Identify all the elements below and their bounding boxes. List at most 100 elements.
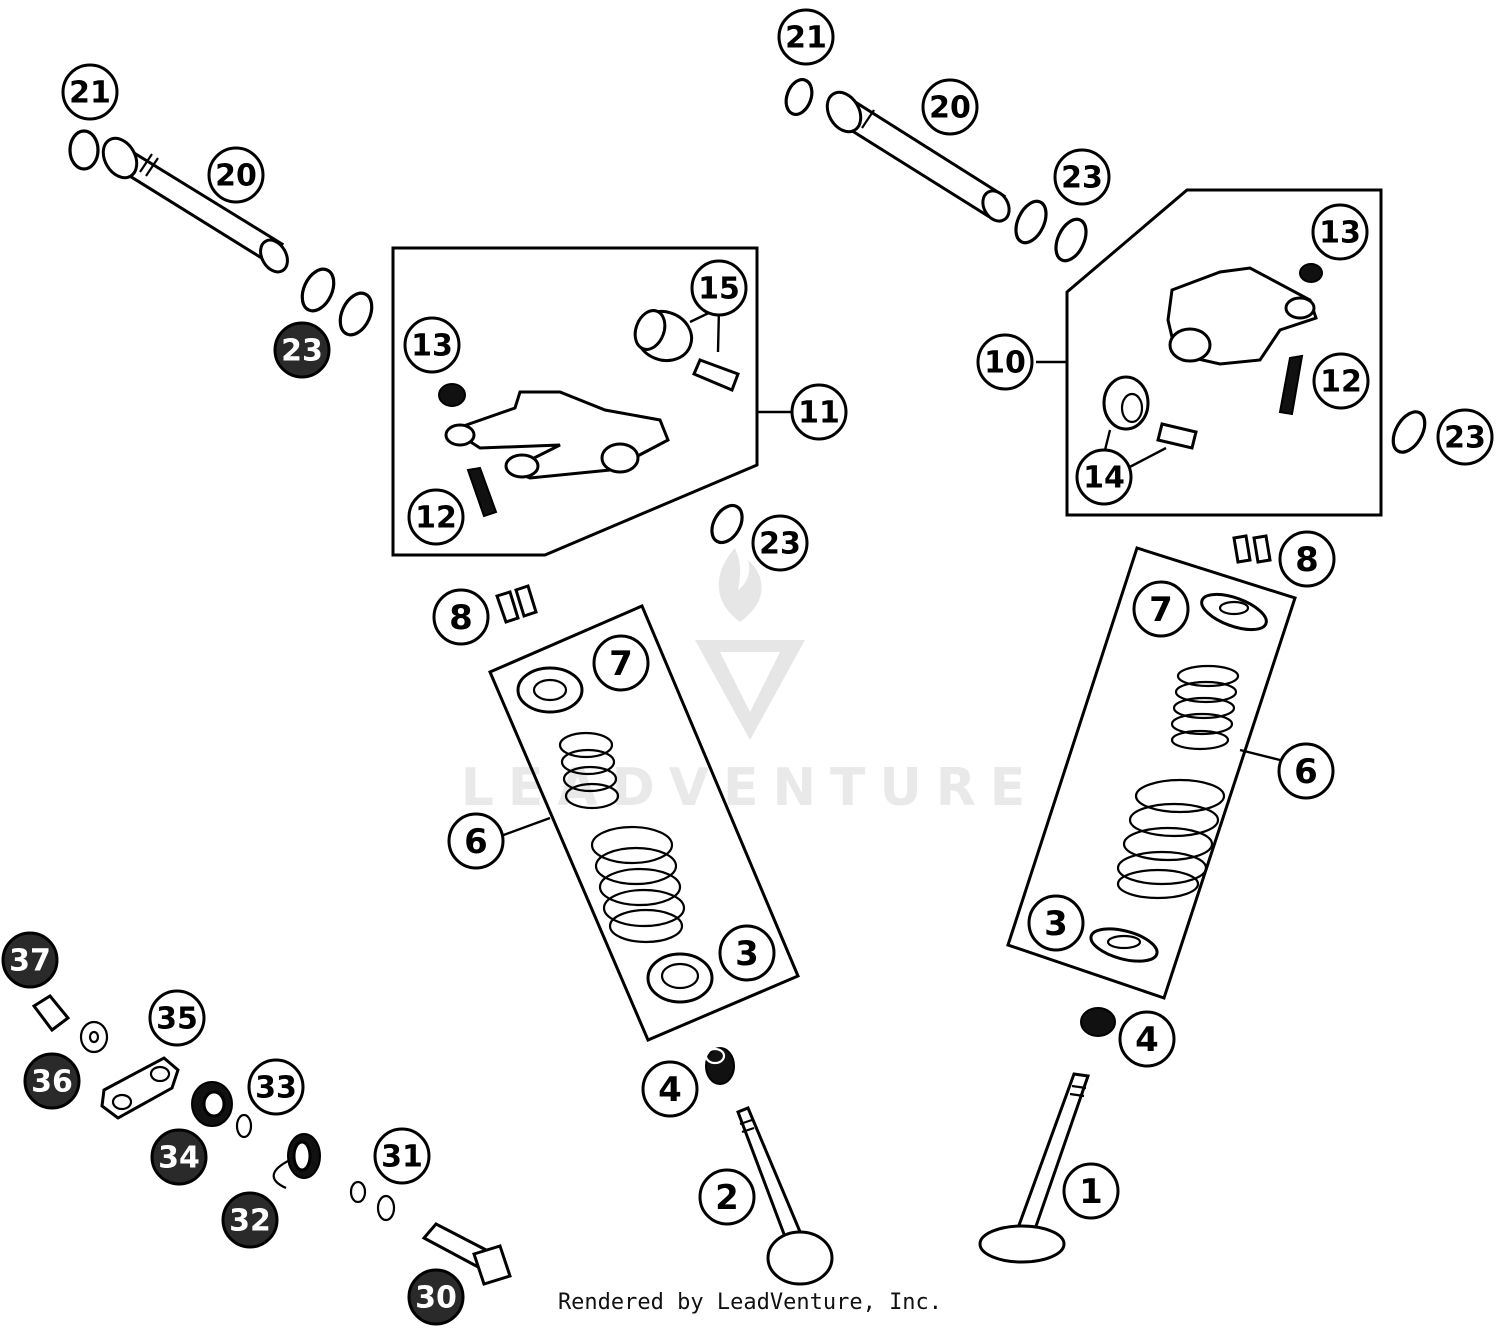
callout-c32: 32 <box>221 1191 279 1249</box>
callout-c34: 34 <box>150 1128 208 1186</box>
callout-number: 37 <box>9 944 51 979</box>
callout-circle <box>403 316 461 374</box>
callout-c7a: 7 <box>592 634 650 692</box>
callout-c10: 10 <box>976 333 1034 391</box>
right-valve <box>978 1072 1091 1264</box>
right-rocker-arm-box <box>1036 188 1383 517</box>
callout-circle <box>1027 894 1085 952</box>
callout-number: 21 <box>69 76 111 111</box>
callout-number: 23 <box>1061 161 1103 196</box>
callout-c20b: 20 <box>921 78 979 136</box>
callout-c15: 15 <box>690 259 748 317</box>
callout-circle <box>221 1191 279 1249</box>
callout-circle <box>592 634 650 692</box>
callout-circle <box>432 588 490 646</box>
callout-circle <box>976 333 1034 391</box>
callout-circle <box>718 924 776 982</box>
left-rocker-arm-box <box>391 246 792 557</box>
callout-circle <box>1278 530 1336 588</box>
callout-number: 21 <box>785 21 827 56</box>
callout-c23d: 23 <box>1436 408 1494 466</box>
callout-c35: 35 <box>148 989 206 1047</box>
callout-circle <box>698 1168 756 1226</box>
callout-number: 23 <box>759 527 801 562</box>
callout-number: 13 <box>411 329 453 364</box>
callout-c13a: 13 <box>403 316 461 374</box>
right-rocker-shaft <box>784 77 1088 263</box>
callout-number: 35 <box>156 1002 198 1037</box>
callout-number: 34 <box>158 1141 200 1176</box>
callout-circle <box>1 931 59 989</box>
callout-circle <box>1312 352 1370 410</box>
callout-circle <box>273 321 331 379</box>
callout-c6a: 6 <box>447 812 505 870</box>
callout-c8b: 8 <box>1278 530 1336 588</box>
callout-c21b: 21 <box>777 8 835 66</box>
callout-c33: 33 <box>247 1058 305 1116</box>
callout-circle <box>1075 448 1133 506</box>
callout-c23a: 23 <box>273 321 331 379</box>
callout-circle <box>1277 742 1335 800</box>
right-valve-seal <box>1080 1007 1116 1037</box>
callout-c20a: 20 <box>207 146 265 204</box>
callout-c3b: 3 <box>1027 894 1085 952</box>
callout-number: 14 <box>1083 461 1125 496</box>
callout-number: 4 <box>658 1070 682 1110</box>
callout-number: 12 <box>415 501 457 536</box>
callout-number: 13 <box>1319 216 1361 251</box>
callout-c4b: 4 <box>1118 1010 1176 1068</box>
callout-circle <box>1436 408 1494 466</box>
callout-circle <box>407 1268 465 1326</box>
callout-number: 7 <box>1149 590 1173 630</box>
callout-c12a: 12 <box>407 488 465 546</box>
leadventure-watermark: LEADVENTURE <box>461 548 1040 818</box>
callout-c36: 36 <box>23 1052 81 1110</box>
callout-circle <box>373 1127 431 1185</box>
callout-number: 36 <box>31 1065 73 1100</box>
callout-circle <box>641 1060 699 1118</box>
callout-c30: 30 <box>407 1268 465 1326</box>
callout-circle <box>1053 148 1111 206</box>
callout-circle <box>61 63 119 121</box>
callout-circle <box>1311 203 1369 261</box>
callout-number: 23 <box>281 334 323 369</box>
callout-number: 1 <box>1079 1172 1103 1212</box>
callout-number: 30 <box>415 1281 457 1316</box>
callout-circle <box>921 78 979 136</box>
callout-circle <box>777 8 835 66</box>
left-valve-spring-box <box>488 584 800 1042</box>
right-valve-spring-box <box>1006 534 1297 1000</box>
callout-circle <box>690 259 748 317</box>
callout-number: 8 <box>1295 540 1319 580</box>
callout-number: 6 <box>1294 752 1318 792</box>
footer-credit: Rendered by LeadVenture, Inc. <box>557 1290 943 1315</box>
callout-c8a: 8 <box>432 588 490 646</box>
callout-circle <box>790 383 848 441</box>
decompressor-parts <box>31 994 512 1286</box>
callout-number: 7 <box>609 644 633 684</box>
callout-number: 6 <box>464 822 488 862</box>
right-o-ring-23 <box>1391 410 1427 454</box>
callout-c23b: 23 <box>751 514 809 572</box>
callout-c14: 14 <box>1075 448 1133 506</box>
callout-circle <box>207 146 265 204</box>
callout-c6b: 6 <box>1277 742 1335 800</box>
callout-number: 20 <box>929 91 971 126</box>
callout-c3a: 3 <box>718 924 776 982</box>
callout-c1: 1 <box>1062 1162 1120 1220</box>
left-rocker-shaft <box>68 129 374 337</box>
callout-c11: 11 <box>790 383 848 441</box>
callout-c4a: 4 <box>641 1060 699 1118</box>
callout-number: 10 <box>984 346 1026 381</box>
callout-number: 3 <box>735 934 759 974</box>
callout-number: 2 <box>715 1178 739 1218</box>
callout-circle <box>150 1128 208 1186</box>
watermark-text: LEADVENTURE <box>461 758 1040 818</box>
callout-c12b: 12 <box>1312 352 1370 410</box>
callout-number: 32 <box>229 1204 271 1239</box>
callout-c23c: 23 <box>1053 148 1111 206</box>
left-o-ring-23 <box>710 503 744 545</box>
callout-c7b: 7 <box>1132 580 1190 638</box>
